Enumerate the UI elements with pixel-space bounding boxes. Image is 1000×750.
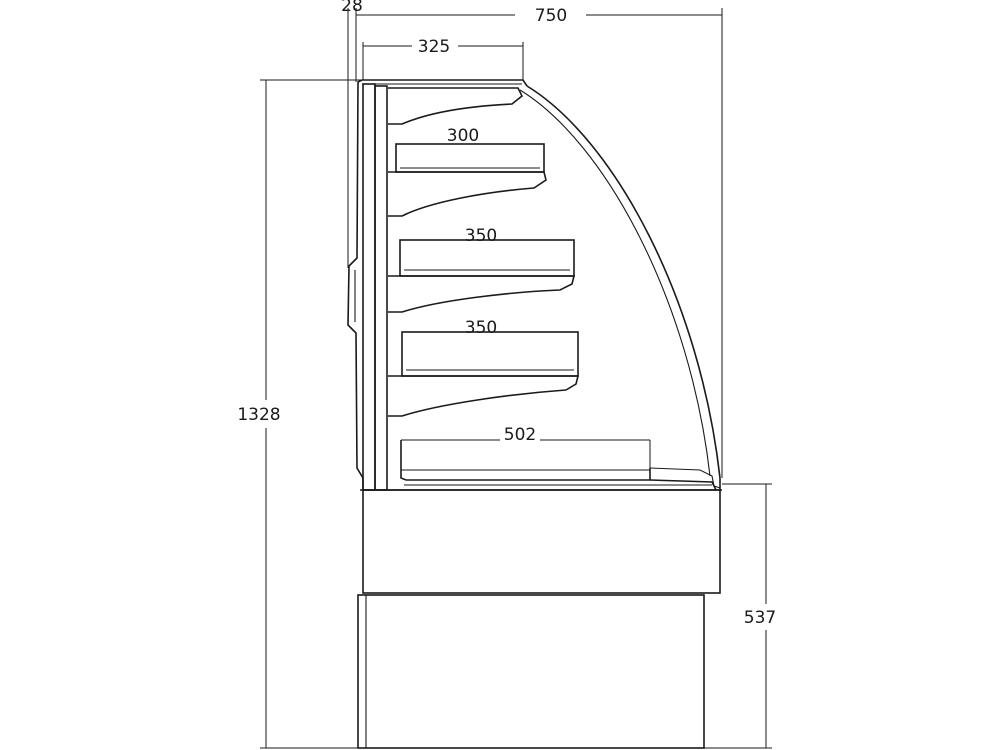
shelf-3-tray [401, 331, 579, 377]
lower-base-panel [357, 594, 705, 749]
label-total-height: 1328 [237, 405, 280, 425]
canopy-top-line [362, 79, 528, 87]
label-base-height: 537 [744, 608, 776, 628]
glass-outer-curve [526, 85, 721, 479]
glass-inner-curve [519, 89, 711, 477]
label-shelf-2-depth: 350 [465, 226, 497, 246]
upper-base-panel [362, 489, 721, 594]
shelf-1-bracket [388, 171, 547, 217]
dimension-lines [260, 8, 772, 749]
bottom-deck-outline [400, 440, 651, 481]
label-bottom-depth: 502 [504, 425, 536, 445]
shelf-2-bracket [388, 275, 576, 313]
label-top-shelf-depth: 325 [418, 37, 450, 57]
dimension-labels: 28 750 325 300 350 350 502 1328 537 [237, 0, 776, 628]
bottom-deck-front [649, 479, 717, 491]
glass-base-trim [649, 467, 721, 489]
label-shelf-3-depth: 350 [465, 318, 497, 338]
label-frame-thickness: 28 [341, 0, 363, 16]
rear-panel-outline [347, 79, 364, 490]
label-shelf-1-depth: 300 [447, 126, 479, 146]
top-canopy [362, 79, 528, 87]
front-glass [519, 85, 721, 490]
rear-post-outer [362, 83, 376, 491]
label-total-depth: 750 [535, 6, 567, 26]
shelves [388, 87, 717, 491]
rear-frame [347, 79, 388, 491]
base-cabinet [357, 489, 722, 749]
shelf-3-bracket [388, 375, 580, 417]
rear-post-inner [374, 85, 388, 491]
top-shelf-bracket [388, 87, 524, 125]
